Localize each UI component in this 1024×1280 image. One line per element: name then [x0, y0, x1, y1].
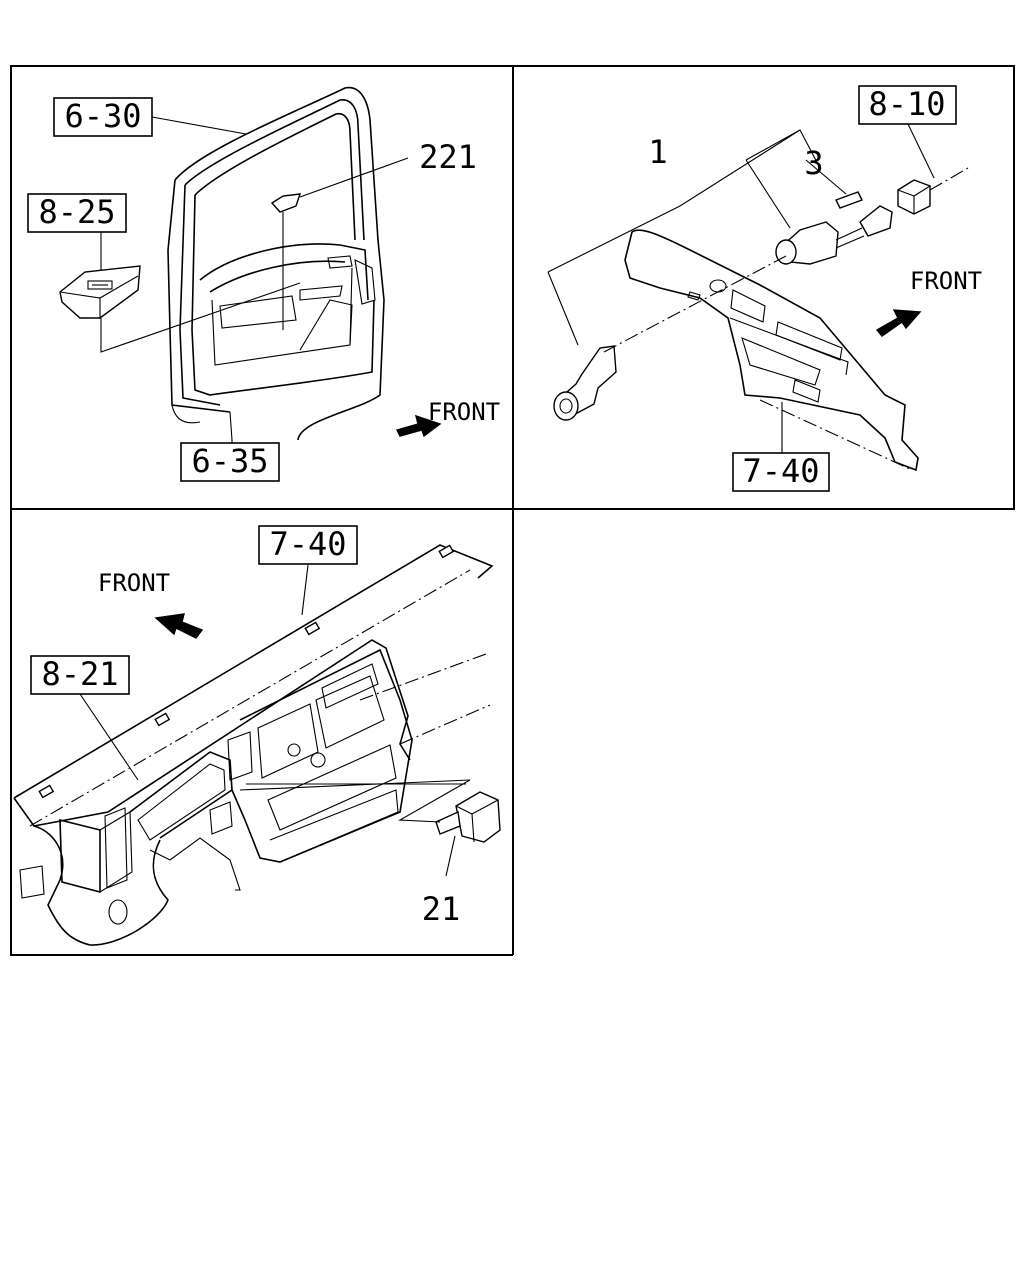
ref-connector-label: 8-10 [868, 85, 945, 123]
front-label-top-left: FRONT [428, 398, 500, 426]
part-3-label: 3 [804, 144, 823, 182]
window-switch-drawing [59, 265, 141, 319]
part-221-label: 221 [419, 138, 477, 176]
switch-21-drawing [435, 791, 501, 843]
part-1-label: 1 [648, 133, 667, 171]
front-arrow-icon [395, 414, 442, 438]
dashboard-drawing [13, 544, 494, 946]
front-arrow-icon [875, 309, 922, 337]
element-3-drawing [835, 191, 863, 209]
front-arrow-icon [154, 613, 204, 639]
lighter-plug-drawing [553, 345, 617, 421]
panel-frames [10, 65, 1015, 956]
panel-door [59, 86, 442, 445]
connector-drawing [859, 179, 931, 237]
panel-dashboard [13, 544, 501, 946]
door-panel-drawing [167, 86, 385, 441]
trim-panel-drawing [624, 229, 919, 472]
lighter-socket-drawing [775, 221, 865, 265]
part-21-label: 21 [422, 890, 461, 928]
ref-dash-label: 7-40 [269, 525, 346, 563]
ref-door-frame-label: 6-30 [64, 97, 141, 135]
front-label-bottom-left: FRONT [98, 569, 170, 597]
ref-switch-label: 8-25 [38, 193, 115, 231]
ref-panel-label: 7-40 [742, 452, 819, 490]
front-label-top-right: FRONT [910, 267, 982, 295]
bolt-221-drawing [270, 193, 302, 213]
panel-lighter [547, 123, 969, 472]
ref-door-lower-label: 6-35 [191, 442, 268, 480]
ref-cluster-label: 8-21 [41, 655, 118, 693]
